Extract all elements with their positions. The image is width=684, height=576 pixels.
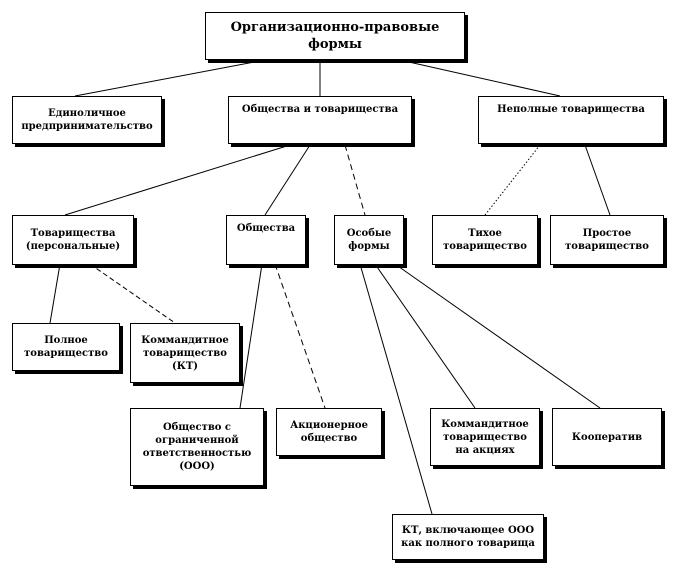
node-kt-with-llc: КТ, включающее ООО как полного товарища [392,514,544,560]
node-limited-partnership-label: Коммандитное товарищество (КТ) [141,334,229,372]
node-simple-partnership: Простое товарищество [550,215,664,265]
connector-special-cooperative [394,263,601,409]
node-full-partnership-label: Полное товарищество [24,335,108,359]
node-societies-and-partnerships: Общества и товарищества [228,96,412,144]
connector-societies-llc [239,263,263,409]
node-limited-partnership: Коммандитное товарищество (КТ) [130,323,240,383]
node-single-entrepreneurship-label: Единоличное предпринимательство [21,108,153,132]
node-single-entrepreneurship: Единоличное предпринимательство [12,96,162,144]
connector-personal-full [49,263,61,324]
node-limited-partnership-on-shares: Коммандитное товарищество на акциях [430,408,540,466]
connector-root-incomplete [399,59,561,97]
node-cooperative-label: Кооператив [571,431,643,443]
node-kt-with-llc-label: КТ, включающее ООО как полного товарища [401,525,535,549]
connector-special-kt-llc [359,263,433,515]
node-llc: Общество с ограниченной ответственностью… [130,408,264,486]
node-incomplete-partnerships-label: Неполные товарищества [497,104,645,115]
node-full-partnership: Полное товарищество [12,323,120,371]
node-incomplete-partnerships: Неполные товарищества [478,96,664,144]
node-limited-partnership-on-shares-label: Коммандитное товарищество на акциях [441,418,529,456]
node-silent-partnership-label: Тихое товарищество [443,228,527,252]
node-simple-partnership-label: Простое товарищество [565,228,649,252]
connector-special-lp-shares [374,263,476,409]
connector-incomplete-simple [584,144,611,216]
connector-root-single [74,59,266,97]
node-special-forms-label: Особые формы [346,228,392,252]
node-joint-stock-company: Акционерное общество [276,408,382,456]
connector-sp-personal [64,144,291,216]
node-joint-stock-company-label: Акционерное общество [290,420,368,444]
node-root-label: Организационно-правовые формы [230,20,440,52]
connector-personal-limited [89,263,176,324]
node-silent-partnership: Тихое товарищество [432,215,538,265]
node-root: Организационно-правовые формы [205,12,465,60]
node-llc-label: Общество с ограниченной ответственностью… [142,422,252,472]
connector-societies-joint-stock [274,263,326,409]
connector-sp-special [344,144,366,216]
node-societies-label: Общества [236,223,296,234]
connector-incomplete-silent [484,144,541,216]
node-societies-and-partnerships-label: Общества и товарищества [241,104,399,115]
node-personal-partnerships-label: Товарищества (персональные) [25,228,121,252]
node-special-forms: Особые формы [334,215,404,265]
connector-sp-societies [264,144,311,216]
node-personal-partnerships: Товарищества (персональные) [12,215,134,265]
node-cooperative: Кооператив [552,408,662,466]
node-societies: Общества [226,215,306,265]
